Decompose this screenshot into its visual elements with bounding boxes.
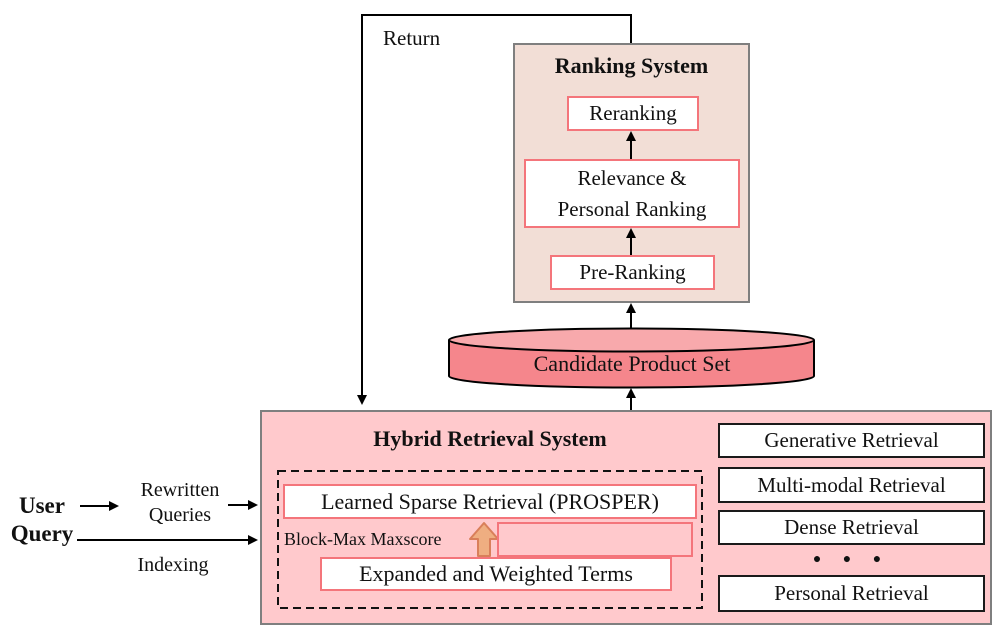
dense-retrieval-box: Dense Retrieval: [718, 510, 985, 545]
multi-modal-retrieval-box: Multi-modal Retrieval: [718, 467, 985, 503]
expanded-weighted-terms-label: Expanded and Weighted Terms: [359, 561, 633, 586]
indexing-label: Indexing: [137, 554, 209, 576]
relevance-label-line1: Relevance &: [577, 165, 687, 190]
relevance-label-line2: Personal Ranking: [557, 196, 707, 221]
candidate-cylinder-top: [448, 327, 815, 353]
reranking-label: Reranking: [589, 101, 677, 125]
generative-retrieval-label: Generative Retrieval: [764, 428, 939, 452]
ranking-system-title: Ranking System: [554, 53, 709, 78]
block-max-panel: [497, 522, 693, 557]
generative-retrieval-box: Generative Retrieval: [718, 423, 985, 458]
block-max-maxscore-label: Block-Max Maxscore: [284, 529, 442, 549]
personal-retrieval-label: Personal Retrieval: [774, 581, 929, 605]
candidate-product-set-label: Candidate Product Set: [533, 351, 731, 376]
reranking-stage: Reranking: [567, 96, 699, 131]
expanded-weighted-terms-box: Expanded and Weighted Terms: [320, 557, 672, 591]
multi-modal-retrieval-label: Multi-modal Retrieval: [757, 472, 946, 497]
relevance-personal-ranking-stage: Relevance & Personal Ranking: [524, 159, 740, 228]
learned-sparse-retrieval-box: Learned Sparse Retrieval (PROSPER): [283, 484, 697, 519]
hybrid-system-title: Hybrid Retrieval System: [373, 426, 607, 451]
return-label: Return: [383, 26, 441, 50]
more-retrievals-ellipsis: ● ● ●: [812, 552, 891, 567]
rewritten-queries-label: Rewritten Queries: [140, 479, 220, 526]
dense-retrieval-label: Dense Retrieval: [784, 515, 919, 539]
learned-sparse-retrieval-label: Learned Sparse Retrieval (PROSPER): [321, 488, 659, 514]
pre-ranking-label: Pre-Ranking: [579, 260, 686, 284]
personal-retrieval-box: Personal Retrieval: [718, 575, 985, 612]
user-query-label: User Query: [10, 493, 74, 546]
pre-ranking-stage: Pre-Ranking: [550, 255, 715, 290]
